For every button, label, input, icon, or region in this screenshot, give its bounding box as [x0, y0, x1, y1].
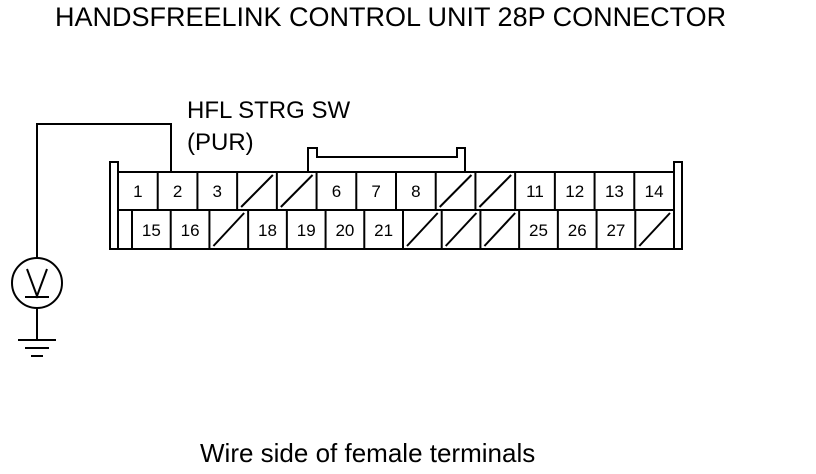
voltmeter-icon [11, 257, 63, 309]
terminal-number: 7 [371, 182, 380, 201]
terminal-25: 25 [518, 210, 548, 249]
terminal-number: 20 [335, 221, 354, 240]
ground-icon [18, 308, 56, 357]
terminal-empty [208, 210, 245, 249]
terminal-number: 13 [605, 182, 624, 201]
terminal-21: 21 [363, 210, 393, 249]
terminal-16: 16 [169, 210, 200, 249]
connector-bottom-row: 15 16 18 19 20 21 25 26 27 [131, 210, 671, 249]
wire-label-color: (PUR) [187, 129, 254, 156]
terminal-number: 16 [181, 221, 200, 240]
terminal-8: 8 [395, 172, 421, 210]
terminal-empty [236, 172, 274, 210]
wire-label-name: HFL STRG SW [187, 97, 350, 124]
unused-slash [483, 212, 516, 247]
terminal-empty [402, 210, 439, 249]
terminal-number: 6 [332, 182, 341, 201]
terminal-empty [440, 210, 478, 249]
diagram-title: HANDSFREELINK CONTROL UNIT 28P CONNECTOR [55, 2, 726, 32]
terminal-7: 7 [355, 172, 381, 210]
terminal-empty [474, 172, 512, 210]
terminal-13: 13 [593, 172, 624, 210]
terminal-number: 3 [213, 182, 222, 201]
terminal-12: 12 [553, 172, 584, 210]
terminal-number: 21 [374, 221, 393, 240]
terminal-empty [634, 210, 671, 249]
unused-slash [444, 212, 478, 247]
terminal-3: 3 [196, 172, 222, 210]
terminal-11: 11 [514, 172, 544, 210]
terminal-2: 2 [156, 172, 182, 210]
unused-slash [478, 174, 512, 208]
unused-slash [212, 212, 245, 247]
terminal-empty [434, 172, 473, 210]
terminal-27: 27 [595, 210, 625, 249]
terminal-number: 18 [258, 221, 277, 240]
terminal-26: 26 [556, 210, 587, 249]
terminal-number: 12 [565, 182, 584, 201]
terminal-empty [479, 210, 516, 249]
terminal-number: 14 [645, 182, 664, 201]
terminal-number: 27 [606, 221, 625, 240]
terminal-number: 15 [142, 221, 161, 240]
terminal-number: 2 [173, 182, 182, 201]
unused-slash [280, 174, 314, 208]
terminal-number: 26 [568, 221, 587, 240]
terminal-number: 19 [297, 221, 316, 240]
terminal-number: 1 [133, 182, 142, 201]
unused-slash [439, 174, 473, 208]
unused-slash [638, 212, 671, 247]
terminal-1: 1 [133, 182, 142, 201]
terminal-19: 19 [285, 210, 316, 249]
probe-wire [36, 123, 172, 258]
diagram-caption: Wire side of female terminals [200, 438, 535, 468]
terminal-number: 25 [529, 221, 548, 240]
terminal-number: 8 [411, 182, 420, 201]
unused-slash [240, 174, 274, 208]
terminal-empty [275, 172, 314, 210]
terminal-18: 18 [247, 210, 277, 249]
terminal-6: 6 [315, 172, 341, 210]
terminal-14: 14 [633, 172, 664, 210]
terminal-20: 20 [324, 210, 354, 249]
unused-slash [406, 212, 439, 247]
terminal-15: 15 [131, 210, 161, 249]
terminal-number: 11 [526, 182, 544, 201]
